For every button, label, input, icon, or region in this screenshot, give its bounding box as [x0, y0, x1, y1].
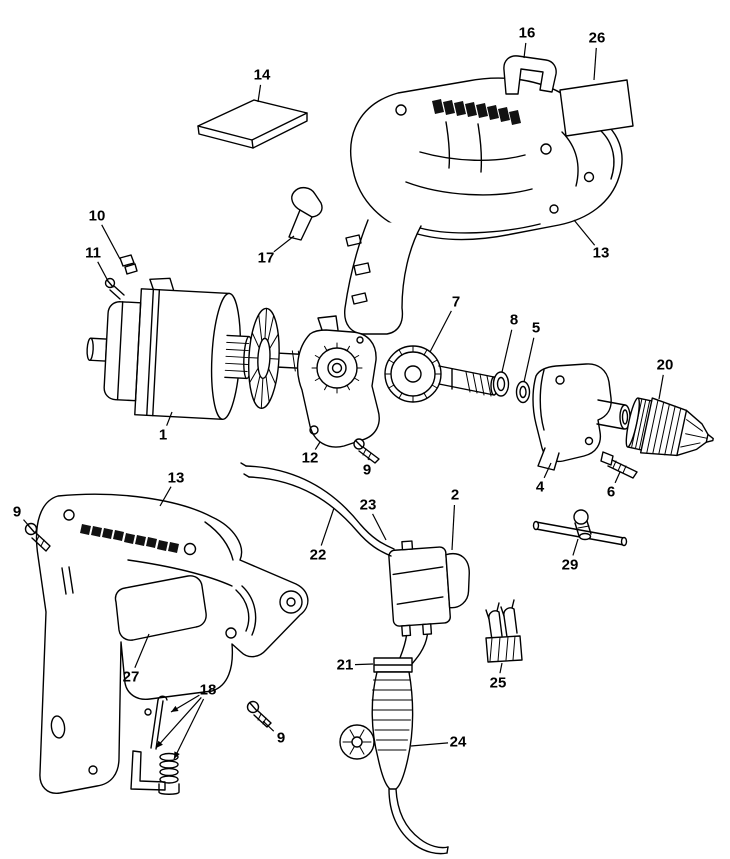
leader-line-17-5 — [273, 235, 295, 253]
leader-line-1-7 — [166, 411, 173, 426]
part-screw-gearcase — [600, 451, 638, 479]
part-chuck-key — [532, 509, 628, 547]
leader-line-5-10 — [523, 337, 535, 383]
part-callout-24-26: 24 — [450, 734, 467, 751]
part-callout-6-15: 6 — [607, 484, 615, 501]
leader-line-25-27 — [499, 662, 503, 674]
leader-arrowhead-18 — [171, 705, 179, 712]
part-callout-21-25: 21 — [337, 657, 354, 674]
leader-line-26-1 — [593, 47, 597, 81]
part-callout-25-27: 25 — [490, 675, 507, 692]
leader-line-29-21 — [572, 538, 579, 556]
part-callout-10-3: 10 — [89, 208, 106, 225]
part-gear-case — [532, 363, 631, 471]
part-chuck — [625, 397, 714, 457]
leader-line-7-8 — [429, 310, 452, 353]
leader-line-12-12 — [314, 441, 321, 450]
part-callout-13-16: 13 — [168, 470, 185, 487]
leader-line-13-6 — [573, 219, 596, 246]
leader-line-16-0 — [523, 42, 527, 59]
leader-line-20-11 — [658, 374, 664, 400]
part-nameplate-recess — [114, 575, 207, 641]
leader-lines — [23, 42, 664, 760]
part-callout-23-18: 23 — [360, 497, 377, 514]
leader-line-11-4 — [97, 261, 109, 282]
leader-line-22-20 — [320, 507, 335, 546]
leader-line-23-18 — [372, 513, 387, 541]
part-brush-door-clip — [503, 55, 557, 95]
part-trigger-switch — [388, 540, 470, 672]
leader-line-4-14 — [543, 462, 552, 479]
part-screw-mid — [353, 438, 380, 464]
leader-arrowhead-18 — [156, 740, 163, 748]
part-callout-5-10: 5 — [532, 320, 540, 337]
leader-line-6-15 — [614, 471, 621, 484]
part-callout-1-7: 1 — [159, 427, 167, 444]
part-cord-clamp-knob — [339, 724, 375, 760]
part-motor-armature — [86, 277, 316, 420]
part-lead-wires — [240, 462, 395, 557]
part-callout-8-9: 8 — [510, 312, 518, 329]
part-callout-7-8: 7 — [452, 294, 460, 311]
leader-line-9-17 — [23, 519, 30, 527]
leader-line-21-25 — [354, 663, 374, 666]
part-callout-20-11: 20 — [657, 357, 674, 374]
part-callout-17-5: 17 — [258, 250, 275, 267]
part-callout-18-23: 18 — [200, 682, 217, 699]
part-screw-bottom — [246, 700, 272, 728]
part-lock-bracket — [288, 187, 323, 241]
part-washer-8 — [492, 371, 510, 397]
part-callout-12-12: 12 — [302, 450, 319, 467]
part-callout-16-0: 16 — [519, 25, 536, 42]
part-callout-9-17: 9 — [13, 504, 21, 521]
part-callout-9-13: 9 — [363, 462, 371, 479]
part-terminal-connector — [485, 599, 523, 663]
leader-line-9-24 — [262, 720, 275, 732]
part-spindle-gear — [384, 345, 498, 403]
leader-line-10-3 — [101, 224, 121, 260]
part-callout-22-20: 22 — [310, 547, 327, 564]
leader-line-14-2 — [257, 84, 262, 103]
leader-line-27-22 — [134, 633, 150, 669]
part-lower-housing-shell — [35, 493, 309, 794]
housing-vent-slots — [432, 99, 521, 125]
part-nameplate-label — [559, 79, 634, 137]
part-screw-small — [104, 277, 125, 300]
part-callout-14-2: 14 — [254, 67, 271, 84]
part-brush-assembly — [130, 695, 180, 795]
leader-line-2-19 — [451, 504, 456, 551]
part-gear-plate — [296, 315, 380, 448]
leader-line-13-16 — [159, 486, 172, 507]
part-callout-9-24: 9 — [277, 730, 285, 747]
part-callout-11-4: 11 — [85, 245, 101, 262]
part-baffle-plate — [197, 99, 308, 149]
part-screw-left — [24, 522, 51, 552]
leader-line-18-23 — [155, 697, 202, 749]
part-cord-strain-relief — [339, 657, 449, 855]
part-upper-housing-shell — [344, 77, 623, 335]
leader-line-24-26 — [410, 742, 449, 747]
leader-line-8-9 — [501, 329, 513, 373]
part-callout-27-22: 27 — [123, 669, 140, 686]
part-callout-26-1: 26 — [589, 30, 606, 47]
part-callout-29-21: 29 — [562, 557, 579, 574]
leader-arrowhead-18 — [174, 751, 180, 759]
part-clip-small — [119, 254, 138, 275]
leader-line-18-23 — [173, 698, 205, 760]
part-callout-13-6: 13 — [593, 245, 610, 262]
part-callout-2-19: 2 — [451, 487, 459, 504]
housing-vent-slots-lower — [80, 524, 179, 553]
part-callout-4-14: 4 — [536, 479, 545, 496]
part-washer-5 — [515, 380, 531, 404]
